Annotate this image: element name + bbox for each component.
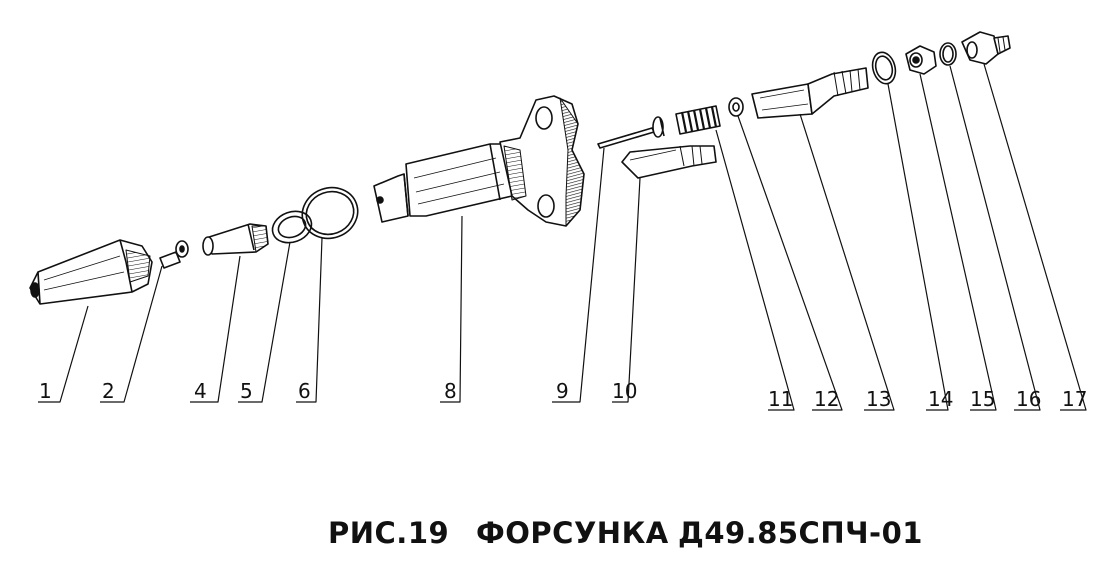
figure-number: РИС.19 xyxy=(328,516,450,550)
part-15-nut xyxy=(905,45,937,75)
label-part-5: 5 xyxy=(240,379,253,403)
label-part-11: 11 xyxy=(768,387,793,411)
part-14-ring xyxy=(871,51,897,85)
label-part-8: 8 xyxy=(444,379,457,403)
part-1-nozzle-cap xyxy=(29,239,153,305)
label-part-14: 14 xyxy=(928,387,953,411)
figure-title: ФОРСУНКА xyxy=(476,516,669,550)
part-code: Д49.85СПЧ-01 xyxy=(678,516,923,550)
label-part-16: 16 xyxy=(1016,387,1041,411)
part-2-pin xyxy=(159,240,189,269)
part-16-ring xyxy=(939,42,957,66)
label-part-6: 6 xyxy=(298,379,311,403)
part-6-ring xyxy=(301,186,359,240)
part-17-fitting xyxy=(961,31,1011,65)
part-12-washer xyxy=(728,97,744,117)
label-part-12: 12 xyxy=(814,387,839,411)
part-9-needle xyxy=(597,116,665,149)
part-10-nozzle xyxy=(621,145,717,179)
label-part-1: 1 xyxy=(39,379,52,403)
part-5-ring xyxy=(271,210,313,244)
part-11-spring xyxy=(675,105,721,135)
part-4-sleeve xyxy=(202,223,269,256)
part-13-stem xyxy=(751,67,869,119)
label-part-10: 10 xyxy=(612,379,637,403)
label-part-13: 13 xyxy=(866,387,891,411)
label-part-17: 17 xyxy=(1062,387,1087,411)
label-part-4: 4 xyxy=(194,379,207,403)
part-labels: 1 2 4 5 6 8 9 10 11 12 13 14 15 16 17 xyxy=(39,379,1087,411)
label-part-9: 9 xyxy=(556,379,569,403)
part-8-body xyxy=(373,95,585,227)
leader-lines xyxy=(38,63,1087,411)
label-part-2: 2 xyxy=(102,379,115,403)
label-part-15: 15 xyxy=(970,387,995,411)
